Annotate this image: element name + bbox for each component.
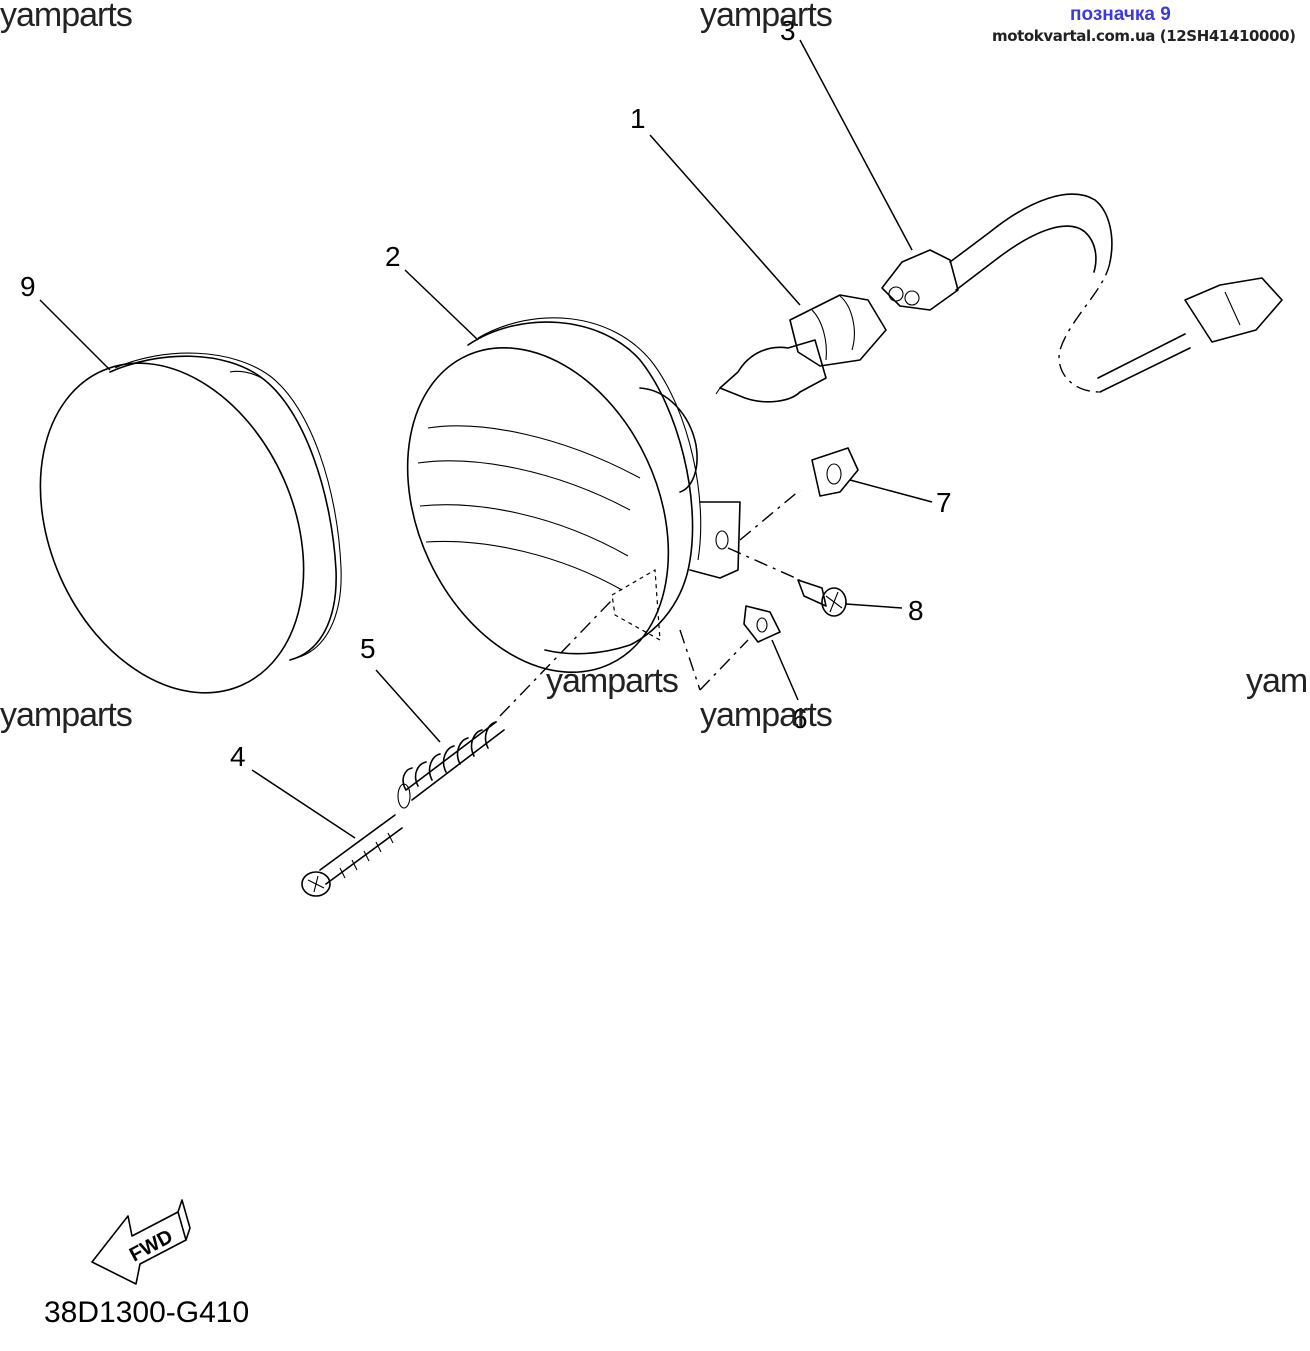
watermark-mid-center: yamparts [546, 662, 678, 700]
callout-1: 1 [630, 103, 646, 134]
leader-9 [39, 299, 111, 371]
watermark-top-center: yamparts [700, 0, 832, 34]
assembly-line-nut [699, 639, 749, 691]
leader-6 [771, 639, 799, 701]
assembly-line-bracket [679, 629, 701, 691]
part-7-clip-nut [811, 447, 859, 497]
watermark-mid-right: yamparts [700, 696, 832, 734]
part-9-lens [39, 352, 342, 694]
assembly-line-screw [727, 547, 801, 581]
part-3-wiring-lead [881, 193, 1283, 393]
leader-2 [404, 269, 479, 341]
leader-1 [649, 134, 801, 306]
leader-8 [845, 603, 903, 609]
callout-6: 6 [792, 703, 808, 734]
callout-5: 5 [360, 633, 376, 664]
header-site: motokvartal.com.ua (12SH41410000) [992, 27, 1296, 45]
part-5-spring [397, 721, 505, 809]
part-8-screw [797, 579, 847, 617]
callout-7: 7 [936, 487, 952, 518]
leader-7 [849, 479, 933, 503]
part-4-adjust-screw [301, 814, 403, 897]
callout-2: 2 [385, 241, 401, 272]
leader-3 [799, 39, 913, 251]
assembly-line-top [739, 489, 801, 541]
watermark-right-edge: yam [1246, 662, 1307, 700]
diagram-code: 38D1300-G410 [44, 1296, 250, 1329]
fwd-label: FWD [126, 1226, 177, 1267]
leader-4 [251, 769, 356, 839]
header-badge: позначка 9 [1070, 4, 1171, 25]
callout-9: 9 [20, 271, 36, 302]
leader-5 [375, 669, 441, 743]
callout-3: 3 [780, 15, 796, 46]
watermark-mid-left: yamparts [0, 696, 132, 734]
callout-4: 4 [230, 741, 246, 772]
assembly-line-spring [499, 599, 613, 717]
fwd-arrow: FWD [91, 1199, 191, 1285]
callout-8: 8 [908, 595, 924, 626]
part-2-housing [406, 317, 741, 674]
part-6-nut [743, 605, 781, 643]
part-1-bulb [715, 294, 887, 403]
watermark-top-left: yamparts [0, 0, 132, 34]
